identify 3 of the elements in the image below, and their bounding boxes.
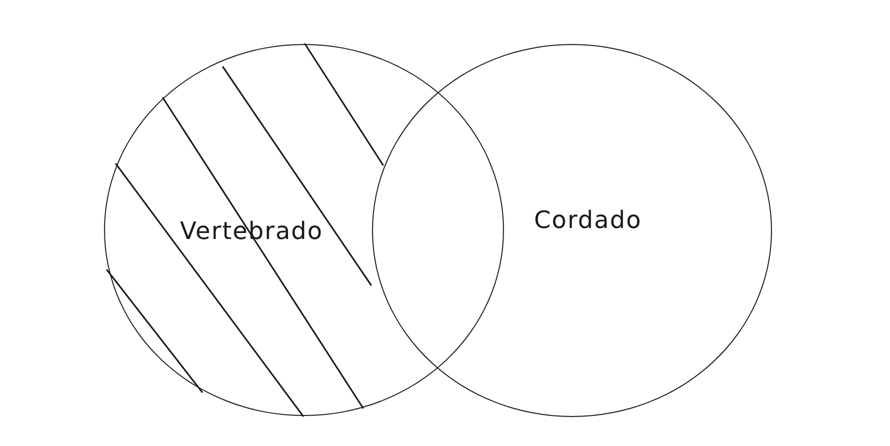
set-ellipse (104, 44, 504, 416)
set-label: Cordado (534, 208, 642, 232)
set-ellipse (372, 44, 772, 417)
